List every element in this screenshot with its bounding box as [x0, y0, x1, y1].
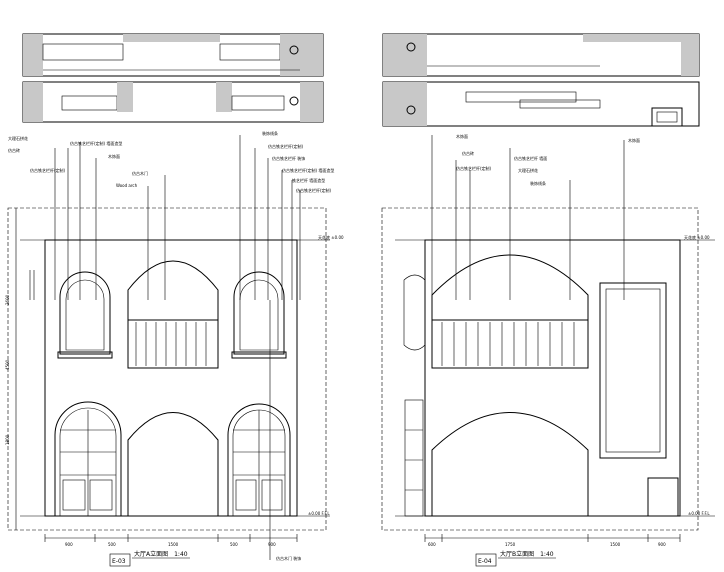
note: 仿古砖: [462, 150, 474, 156]
right-balcony-arch: [431, 254, 589, 369]
drawing-title: 大厅A立面图 1:40: [134, 550, 188, 558]
note: 铁艺栏杆 墙面造型: [292, 177, 325, 183]
left-elevation: [7, 135, 330, 560]
dim-label: 900: [65, 542, 73, 547]
right-notes: 木饰面 仿古砖 仿古铁艺栏杆(定制) 仿古铁艺栏杆 墙面 大理石拼花 装饰线条 …: [456, 133, 640, 186]
dim-label: 1500: [168, 542, 179, 547]
note: 仿古铁艺栏杆(定制) 墙面造型: [282, 167, 334, 173]
note: 仿古铁艺栏杆(定制): [268, 143, 304, 149]
note: 木饰面: [628, 137, 640, 143]
note: 仿古铁艺栏杆(定制): [30, 167, 66, 173]
note: Wood arch: [116, 183, 138, 188]
note: 装饰线条: [262, 130, 278, 136]
dim-label: 500: [108, 542, 116, 547]
right-elevation: [381, 135, 715, 542]
dim-label: 1500: [610, 542, 621, 547]
note: 仿古砖: [8, 147, 20, 153]
note: 仿古铁艺栏杆 墙面: [514, 155, 547, 161]
left-lower-cabinet-1: [54, 401, 122, 517]
dim-label: 900: [658, 542, 666, 547]
right-labels: 天花底 ±0.00 ±0.00 F.F.L 600 1750 1500 900 …: [428, 234, 710, 567]
right-tall-panel: [599, 282, 667, 459]
drawing-tag: E-03: [112, 558, 126, 565]
drawing-tag: E-04: [478, 558, 492, 565]
dim-label: 600: [428, 542, 436, 547]
left-center-doorway: [127, 412, 219, 517]
dim-label: 1800: [5, 434, 10, 445]
left-leader-lines: [54, 135, 301, 560]
dim-label: 900: [268, 542, 276, 547]
left-upper-window-2: [231, 271, 287, 359]
left-labels: 天花底 ±0.00 ±0.00 F.F.L 900 500 1500 500 9…: [5, 234, 344, 567]
note: 仿古木门: [132, 170, 148, 176]
left-plan-strips: [22, 33, 324, 123]
left-notes: 大理石拼花 仿古砖 仿古铁艺栏杆(定制) 仿古铁艺栏杆(定制) 墙面造型 木饰面…: [8, 130, 334, 561]
level-top-label: 天花底 ±0.00: [318, 234, 344, 240]
right-leader-lines: [431, 135, 625, 300]
note: 大理石拼花: [8, 135, 28, 141]
right-doorway: [431, 412, 589, 517]
note: 仿古木门 装饰: [276, 555, 301, 561]
note: 仿古铁艺栏杆 装饰: [272, 155, 305, 161]
note: 仿古铁艺栏杆(定制) 墙面造型: [70, 140, 122, 146]
dim-label: 1750: [505, 542, 516, 547]
left-lower-cabinet-2: [227, 403, 291, 517]
left-balcony-arch: [127, 260, 219, 369]
level-bottom-label: ±0.00 F.F.L: [308, 511, 330, 516]
level-bottom-label: ±0.00 F.F.L: [688, 511, 710, 516]
note: 木饰面: [108, 153, 120, 159]
note: 装饰线条: [530, 180, 546, 186]
note: 仿古铁艺栏杆(定制): [296, 187, 332, 193]
note: 仿古铁艺栏杆(定制): [456, 165, 492, 171]
left-upper-window-1: [57, 271, 113, 359]
right-plan-strips: [382, 33, 700, 127]
note: 大理石拼花: [518, 167, 538, 173]
drawing-title: 大厅B立面图 1:40: [500, 550, 554, 558]
dim-label: 2600: [5, 294, 10, 305]
level-top-label: 天花底 ±0.00: [684, 234, 710, 240]
dim-label: 500: [230, 542, 238, 547]
note: 木饰面: [456, 133, 468, 139]
dim-label: 4500: [5, 359, 10, 370]
